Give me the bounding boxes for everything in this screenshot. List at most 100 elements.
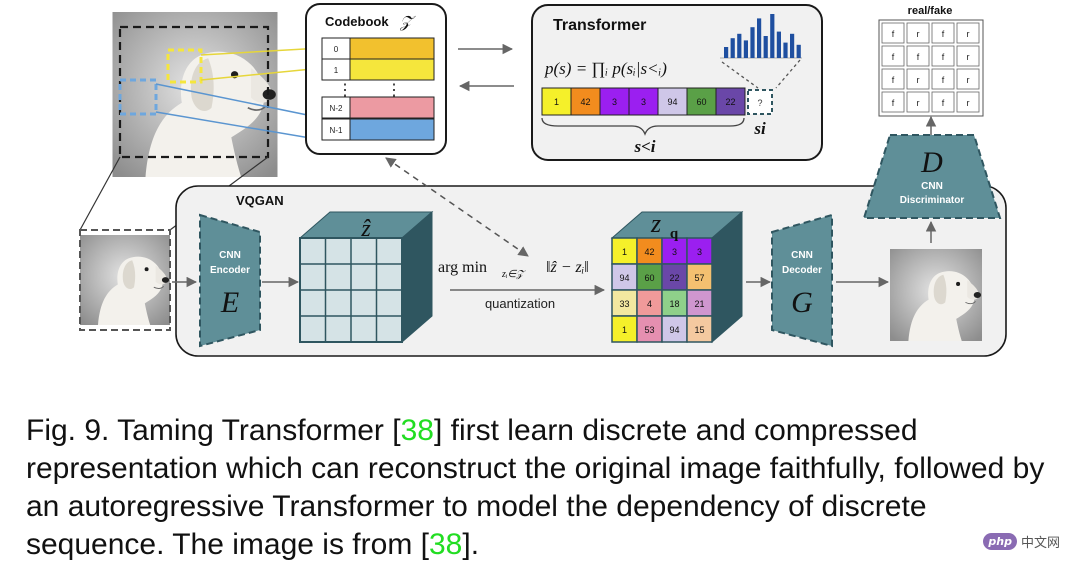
quantization-label: quantization — [485, 296, 555, 311]
z-q-cell — [661, 237, 688, 265]
z-q-cell-value: 1 — [622, 325, 627, 335]
token-value: 22 — [725, 97, 735, 107]
codebook-rows: 01N-2N-1 — [321, 37, 435, 141]
z-q-cell-value: 18 — [669, 299, 679, 309]
codebook-vector — [349, 58, 435, 81]
discriminator-letter: D — [920, 146, 943, 179]
s-less-than-i-label: s<i — [633, 137, 655, 156]
real-fake-cell-label: r — [967, 75, 970, 85]
z-q-label: z — [650, 209, 661, 238]
z-q-cell-value: 57 — [694, 273, 704, 283]
z-q-cell — [636, 315, 663, 343]
real-fake-cell — [931, 91, 955, 113]
cnn-decoder: CNN Decoder G — [771, 213, 833, 348]
histogram-bar — [783, 42, 788, 58]
histogram-bar — [776, 31, 781, 58]
codebook-index-label: N-1 — [330, 126, 343, 135]
cnn-encoder: CNN Encoder E — [199, 213, 261, 348]
real-fake-cell — [956, 91, 980, 113]
codebook-index-label: 0 — [334, 45, 339, 54]
transformer-title: Transformer — [553, 17, 646, 34]
histogram-bar — [763, 36, 768, 58]
reconstructed-dog-image — [890, 248, 982, 342]
histogram-bar — [730, 38, 735, 58]
caption-prefix: Fig. 9. Taming Transformer [ — [26, 414, 401, 447]
caption-reference-link-1[interactable]: 38 — [400, 414, 434, 447]
real-fake-cell-label: r — [967, 98, 970, 108]
real-fake-cell-label: r — [917, 29, 920, 39]
token-value: 94 — [667, 97, 677, 107]
real-fake-cell — [931, 45, 955, 67]
decoder-label-line1: CNN — [791, 250, 813, 261]
real-fake-cell-label: f — [892, 98, 895, 108]
encoder-letter: E — [220, 286, 239, 319]
z-q-cell-value: 15 — [694, 325, 704, 335]
real-fake-cell — [931, 68, 955, 90]
real-fake-cell — [906, 22, 930, 44]
real-fake-cell-label: f — [892, 29, 895, 39]
caption-reference-link-2[interactable]: 38 — [428, 528, 463, 561]
encoder-label-line2: Encoder — [210, 265, 250, 276]
histogram-bar — [724, 47, 729, 58]
real-fake-title: real/fake — [908, 5, 953, 17]
input-dog-image — [80, 234, 170, 326]
token-value: 42 — [580, 97, 590, 107]
real-fake-cell — [881, 45, 905, 67]
codebook-index-label: N-2 — [330, 104, 343, 113]
quantization-expression: arg min zᵢ∈𝒵 ‖ẑ − zᵢ‖ quantization — [438, 259, 606, 311]
real-fake-cell-label: r — [967, 52, 970, 62]
vqgan-title: VQGAN — [236, 193, 284, 208]
real-fake-cell — [906, 91, 930, 113]
histogram-bar — [737, 33, 742, 58]
real-fake-cell — [881, 91, 905, 113]
codebook-symbol: 𝒵 — [399, 14, 416, 31]
histogram-bar — [770, 14, 775, 58]
real-fake-cell-label: r — [967, 29, 970, 39]
argmin-subscript: zᵢ∈𝒵 — [501, 269, 526, 280]
next-token-label: ? — [757, 98, 762, 108]
token-value: 3 — [641, 97, 646, 107]
real-fake-cell-label: f — [942, 29, 945, 39]
token-cell — [628, 87, 659, 116]
patch-yellow — [166, 48, 203, 84]
z-hat-label: ẑ — [360, 216, 371, 242]
codebook-title: Codebook — [325, 14, 389, 29]
token-cell — [715, 87, 746, 116]
real-fake-cell-label: f — [917, 52, 920, 62]
token-distribution-histogram — [720, 14, 802, 59]
real-fake-cell — [881, 68, 905, 90]
source-dog-image — [111, 12, 279, 177]
z-q-subscript: q — [670, 226, 679, 242]
token-cell — [657, 87, 688, 116]
histogram-bar — [750, 27, 755, 58]
watermark-badge: php — [983, 533, 1017, 550]
patch-blue — [118, 78, 158, 116]
real-fake-cell-label: r — [917, 75, 920, 85]
codebook-vector — [349, 37, 435, 60]
next-token-box — [747, 89, 773, 115]
z-q-cell-value: 53 — [644, 325, 654, 335]
z-q-cell — [686, 263, 713, 291]
z-q-cell-value: 3 — [672, 247, 677, 257]
z-q-cell-value: 60 — [644, 273, 654, 283]
z-q-cell-value: 42 — [644, 247, 654, 257]
token-cell — [599, 87, 630, 116]
real-fake-cell-label: f — [892, 75, 895, 85]
z-q-cell-value: 33 — [619, 299, 629, 309]
real-fake-cell — [956, 45, 980, 67]
token-value: 3 — [612, 97, 617, 107]
z-q-cell — [661, 315, 688, 343]
token-cell — [570, 87, 601, 116]
z-q-cell-value: 21 — [694, 299, 704, 309]
histogram-bar — [790, 33, 795, 58]
argmin-label: arg min — [438, 259, 487, 276]
discriminator-label-line1: CNN — [921, 181, 943, 192]
real-fake-cell-label: f — [942, 98, 945, 108]
real-fake-cell-label: r — [917, 98, 920, 108]
real-fake-cell — [931, 22, 955, 44]
token-value: 1 — [554, 97, 559, 107]
z-q-cell-value: 1 — [622, 247, 627, 257]
z-q-cell-value: 22 — [669, 273, 679, 283]
